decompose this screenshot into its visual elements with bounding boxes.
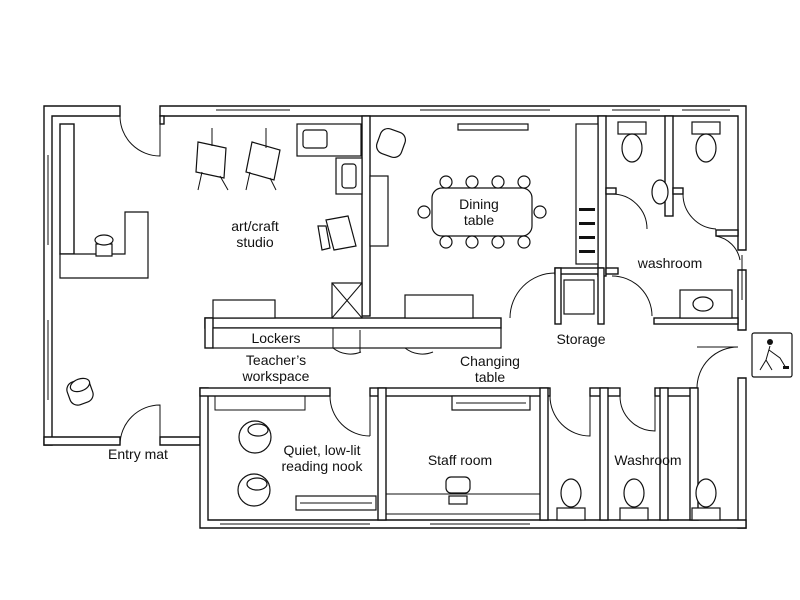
label-washroom-upper: washroom — [637, 255, 703, 271]
label-washroom-lower: Washroom — [614, 452, 682, 468]
dining-table-group — [417, 175, 547, 249]
bookshelf-nook — [295, 495, 377, 511]
staff-desk-chair — [445, 476, 471, 505]
person-sweeping-icon — [751, 332, 793, 378]
toilet-upper-1 — [617, 121, 647, 163]
lockers-row — [212, 327, 502, 355]
storage-cabinet — [563, 279, 595, 315]
sink-vanity-upper — [679, 289, 733, 319]
label-staff-room: Staff room — [427, 452, 493, 468]
dining-counter — [404, 123, 529, 319]
label-dining-table: Dining table — [459, 196, 499, 228]
easel-2 — [245, 128, 281, 191]
shower-cabinet — [331, 282, 363, 319]
entry-chair — [66, 377, 94, 406]
dining-shelving — [575, 123, 599, 265]
dining-wall-cabinet — [369, 175, 389, 247]
label-teachers-workspace: Teacher’s workspace — [242, 352, 310, 384]
label-storage: Storage — [556, 331, 606, 347]
wall-sink-upper — [651, 179, 669, 205]
windows — [47, 109, 743, 525]
easel-1 — [195, 128, 229, 191]
toilet-lower-2 — [619, 478, 649, 521]
toilet-lower-3 — [691, 478, 721, 521]
label-art-craft-studio: art/craft studio — [231, 218, 279, 250]
changing-table — [451, 395, 531, 411]
reading-chair-1 — [238, 420, 272, 454]
toilet-upper-2 — [691, 121, 721, 163]
label-entry-mat: Entry mat — [108, 446, 168, 462]
art-table-chair — [317, 215, 357, 251]
reading-chair-2 — [237, 473, 271, 507]
sink-counter — [296, 123, 363, 195]
label-changing-table: Changing table — [460, 353, 520, 385]
reception-desk — [59, 211, 149, 279]
toilet-lower-1 — [556, 478, 586, 521]
label-reading-nook: Quiet, low-lit reading nook — [281, 442, 363, 474]
label-lockers: Lockers — [251, 330, 301, 346]
dining-chair-corner — [375, 127, 407, 159]
doors — [119, 115, 741, 446]
art-shelf — [212, 299, 276, 319]
